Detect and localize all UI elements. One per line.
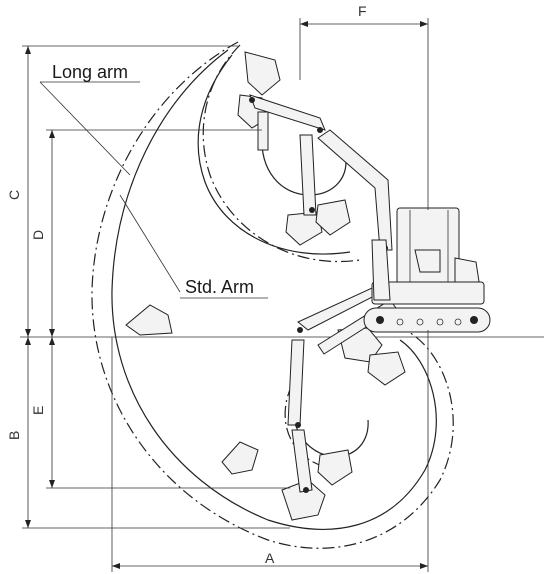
- label-long-arm: Long arm: [52, 62, 128, 82]
- dimension-a: [111, 330, 429, 572]
- boom-arm-upper: [249, 94, 393, 251]
- dim-label-e: E: [30, 406, 46, 415]
- excavator-machine: [363, 207, 491, 333]
- dimension-e: [46, 337, 290, 489]
- dim-label-a: A: [265, 550, 275, 566]
- label-std-arm: Std. Arm: [185, 277, 254, 297]
- dim-label-f: F: [358, 3, 367, 19]
- dim-label-b: B: [6, 431, 22, 440]
- leader-std-arm: [119, 194, 181, 293]
- bucket-deep: [281, 449, 353, 521]
- dimension-c: [22, 45, 238, 337]
- dimension-f: [299, 18, 429, 210]
- bucket-below-left: [221, 441, 259, 475]
- dim-label-c: C: [6, 190, 22, 200]
- dimension-d: [46, 129, 262, 337]
- bucket-mid-upper: [285, 199, 351, 246]
- dimension-b: [22, 337, 290, 529]
- bucket-ground-left: [125, 304, 173, 336]
- leader-long-arm: [39, 81, 131, 176]
- dim-label-d: D: [30, 230, 46, 240]
